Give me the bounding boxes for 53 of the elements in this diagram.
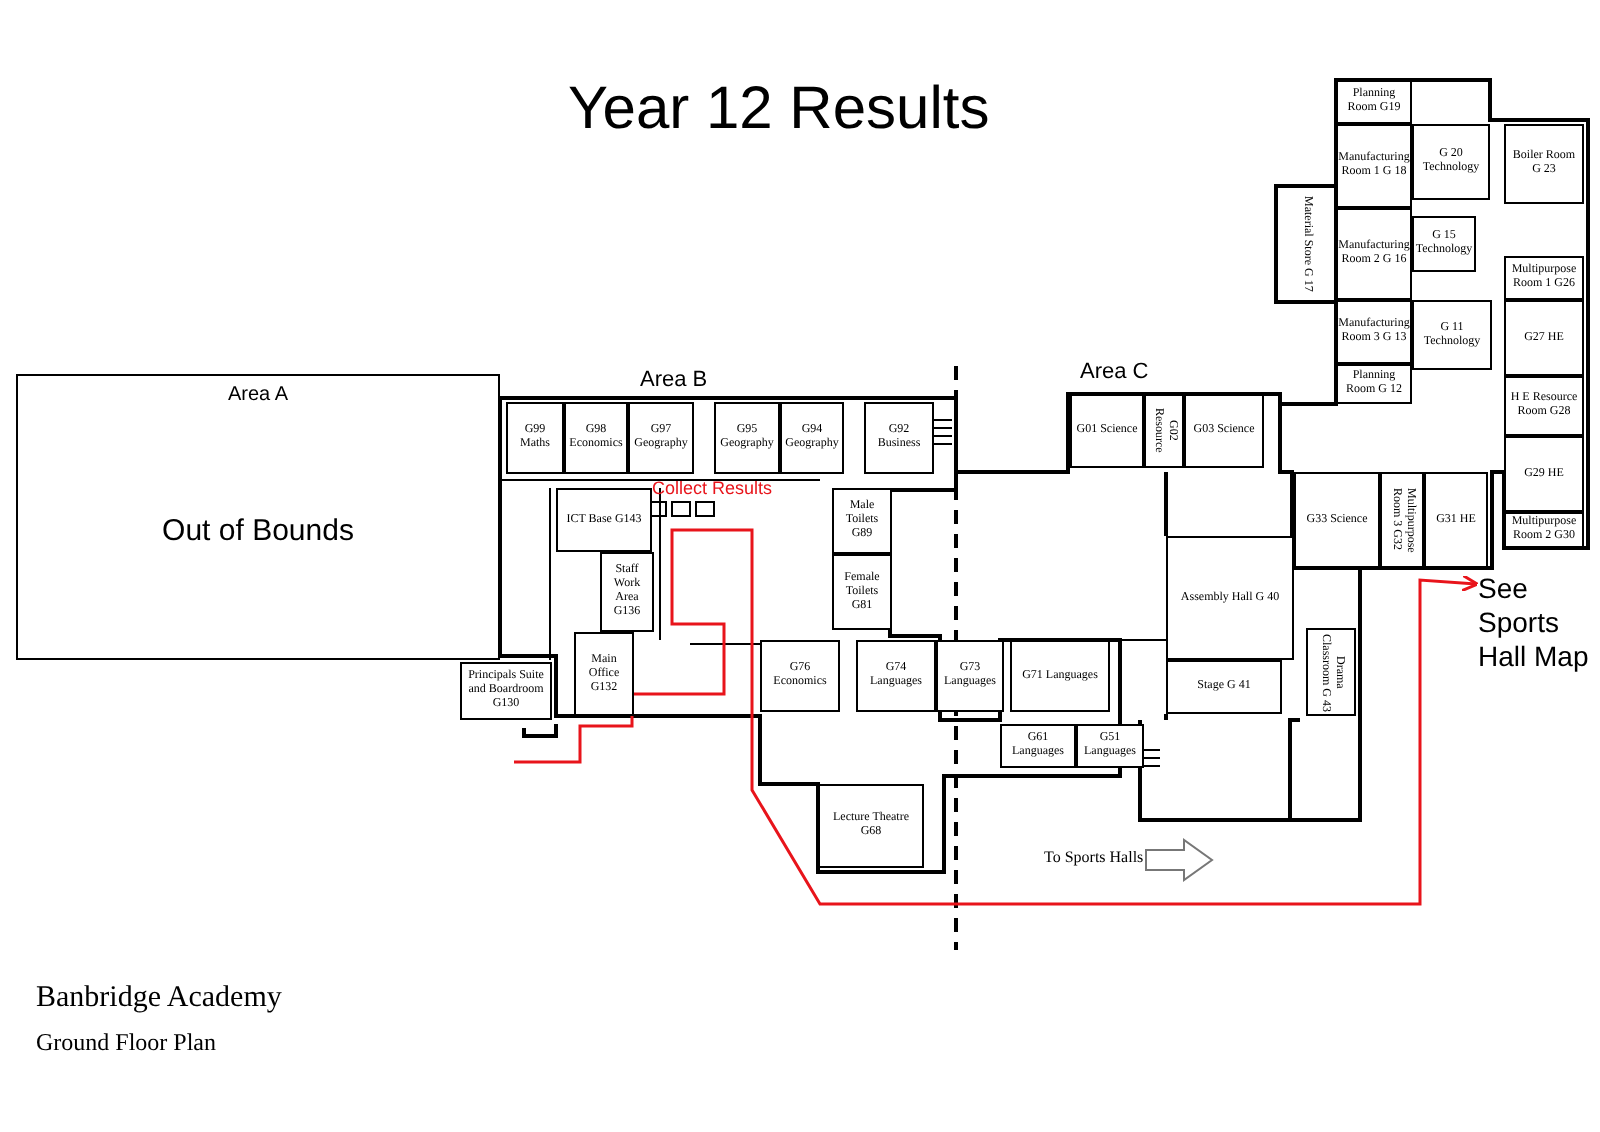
room [600,552,654,632]
room [832,488,892,554]
room [556,488,652,552]
room [780,402,844,474]
room [1336,364,1412,404]
room [1294,472,1380,568]
room [1000,724,1076,768]
school-name: Banbridge Academy [36,984,282,1014]
room [1380,472,1424,568]
room [1504,300,1584,376]
room [1166,536,1294,660]
route-label: Collect Results [652,480,773,498]
room [936,640,1004,712]
plan-subtitle: Ground Floor Plan [36,1030,216,1054]
room [1504,376,1584,436]
room [1336,300,1412,364]
area-label: Area A [227,382,289,410]
room [1412,300,1492,370]
room [1412,124,1490,200]
room [1412,216,1476,272]
room [1306,628,1356,716]
room [1504,256,1584,300]
room [818,784,924,868]
area-note: Out of Bounds [162,512,354,552]
room [574,632,634,716]
room [1144,394,1184,468]
room [1424,472,1488,568]
room [1070,394,1144,468]
room [1076,724,1144,768]
area-box [16,374,500,660]
room [1504,124,1584,204]
room [864,402,934,474]
route-arrow [514,528,1479,906]
room [856,640,936,712]
room [628,402,694,474]
room [1166,660,1282,714]
room [760,640,840,712]
note: See Sports Hall Map [1476,572,1591,674]
room [1336,208,1412,300]
room [506,402,564,474]
room [1504,436,1584,512]
room [714,402,780,474]
room [1184,394,1264,468]
room [564,402,628,474]
room [460,662,552,720]
room [832,554,892,630]
room [1010,640,1110,712]
room [1336,80,1412,124]
room [1336,124,1412,208]
area-label: Area C [1080,362,1149,384]
area-label: Area B [640,370,708,392]
title: Year 12 Results [568,80,990,140]
direction-label: To Sports Halls [1044,850,1144,866]
